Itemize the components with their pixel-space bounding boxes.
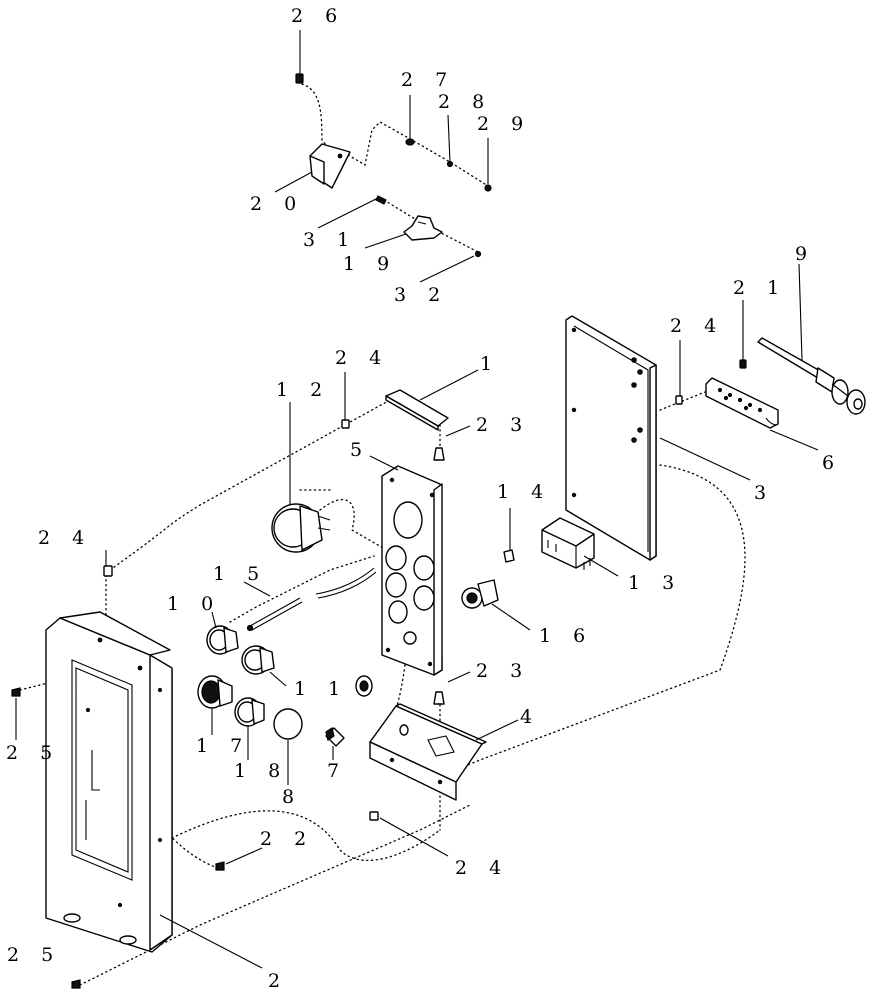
callout-24d: 2 4: [455, 857, 509, 879]
clamp-19: [403, 215, 443, 241]
callout-24c: 2 4: [38, 527, 92, 549]
fasteners: [11, 73, 747, 989]
callout-12: 1 2: [276, 379, 330, 401]
fitting-7: [325, 727, 345, 747]
callout-10: 1 0: [167, 593, 221, 615]
mounting-frame: [565, 315, 657, 561]
callout-20: 2 0: [250, 193, 304, 215]
callout-27: 2 7: [401, 69, 455, 91]
callout-19: 1 9: [343, 253, 397, 275]
callout-18: 1 8: [234, 760, 288, 782]
throttle-cable: [757, 337, 866, 415]
callout-14: 1 4: [497, 481, 551, 503]
lens-8: [273, 708, 303, 740]
callout-22: 2 2: [260, 828, 314, 850]
gauge-10: [206, 625, 239, 655]
callout-24a: 2 4: [670, 315, 724, 337]
callout-23b: 2 3: [476, 660, 530, 682]
callout-4: 4: [520, 706, 540, 728]
gauge-18: [234, 697, 265, 727]
callout-28: 2 8: [438, 91, 492, 113]
lower-bracket: [369, 703, 487, 801]
callouts: 2 6 2 7 2 8 2 9 2 0 3 1 1 9 3 2 9 2 1 2 …: [6, 5, 842, 992]
top-bracket: [385, 389, 449, 431]
harness-15: [246, 567, 377, 632]
callout-32: 3 2: [394, 284, 448, 306]
upper-bracket-20: [309, 143, 351, 189]
gauge-17: [197, 675, 233, 709]
relay-13: [541, 517, 595, 570]
callout-15: 1 5: [213, 563, 267, 585]
bulb-14: [503, 549, 515, 563]
assembly-paths: [19, 83, 746, 986]
switch-16: [461, 579, 499, 609]
callout-9: 9: [795, 243, 815, 265]
callout-1: 1: [480, 353, 500, 375]
terminal-strip: [705, 377, 779, 429]
gauge-11: [241, 645, 275, 675]
callout-2: 2: [268, 970, 288, 992]
gauge-panel: [381, 465, 443, 676]
callout-25a: 2 5: [6, 742, 60, 764]
callout-24b: 2 4: [335, 347, 389, 369]
leader-lines: [15, 30, 819, 969]
callout-25b: 2 5: [7, 944, 61, 966]
callout-13: 1 3: [628, 572, 682, 594]
callout-21: 2 1: [733, 277, 787, 299]
callout-29: 2 9: [477, 113, 531, 135]
callout-6: 6: [822, 452, 842, 474]
callout-16: 1 6: [539, 625, 593, 647]
callout-7: 7: [327, 760, 347, 782]
callout-26: 2 6: [291, 5, 345, 27]
callout-23a: 2 3: [476, 414, 530, 436]
callout-3: 3: [754, 482, 774, 504]
callout-8: 8: [282, 786, 302, 808]
callout-11: 1 1: [294, 678, 348, 700]
callout-5: 5: [350, 439, 370, 461]
console-housing: [45, 611, 173, 953]
grommet: [355, 675, 373, 697]
callout-17: 1 7: [196, 735, 250, 757]
large-gauge: [271, 503, 331, 553]
callout-31: 3 1: [303, 229, 357, 251]
